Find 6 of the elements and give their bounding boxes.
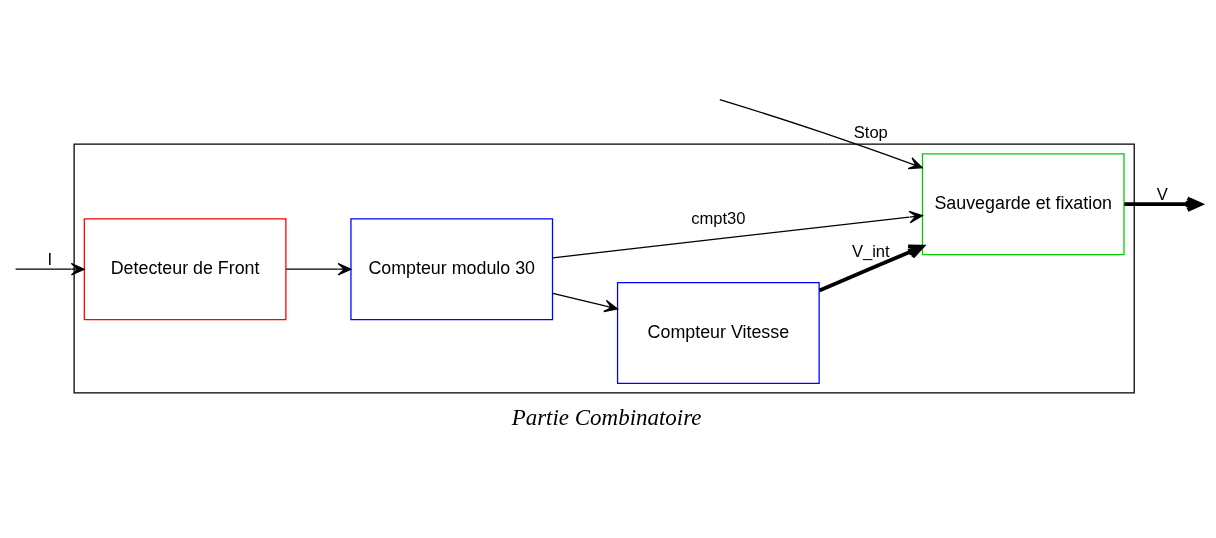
edge-label: cmpt30: [691, 208, 746, 228]
edge-label: I: [47, 249, 53, 269]
edge-label: Stop: [853, 123, 888, 143]
caption: Partie Combinatoire: [511, 405, 702, 431]
edge-label: V: [1156, 184, 1168, 204]
edge-label: V_int: [851, 241, 890, 261]
